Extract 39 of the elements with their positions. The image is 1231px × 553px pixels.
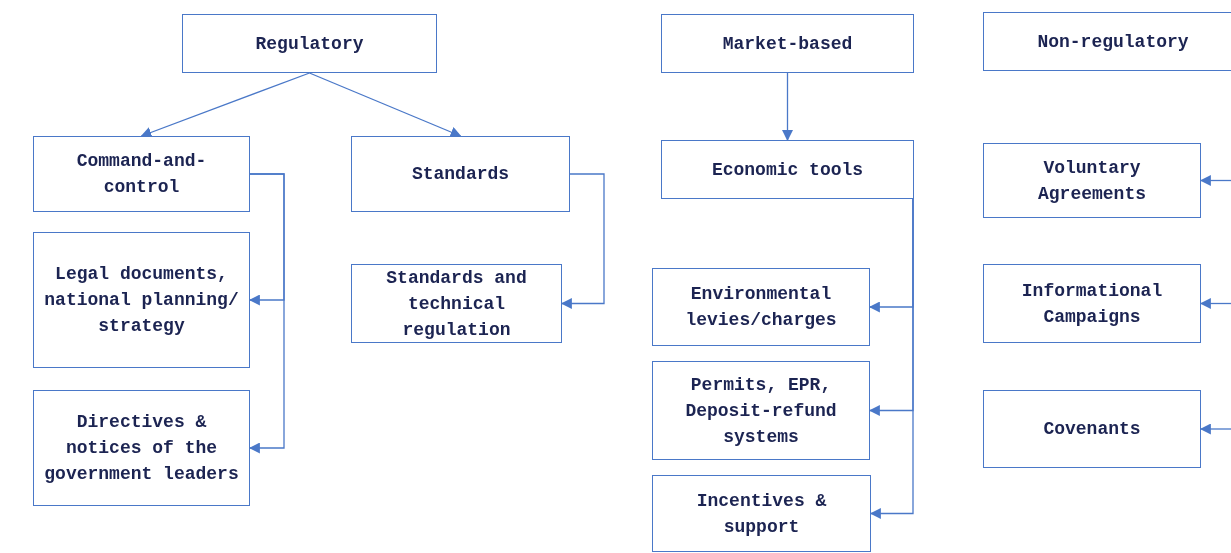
arrow xyxy=(308,72,462,138)
category-box xyxy=(983,143,1201,218)
box-label: Standards xyxy=(411,163,510,186)
box-label: Informational Campaigns xyxy=(1020,279,1164,329)
box-label: Voluntary Agreements xyxy=(1037,156,1147,206)
arrow xyxy=(248,173,285,454)
category-box xyxy=(661,140,914,199)
category-box xyxy=(983,12,1231,71)
arrow xyxy=(869,198,914,519)
category-box xyxy=(33,136,250,212)
category-box xyxy=(661,14,914,73)
category-box xyxy=(182,14,437,73)
arrow xyxy=(560,173,605,309)
arrow xyxy=(140,72,311,138)
box-label: Non-regulatory xyxy=(1037,30,1189,54)
box-label: Economic tools xyxy=(711,158,864,182)
box-label: Incentives & support xyxy=(695,489,828,539)
category-box xyxy=(652,475,871,552)
box-label: Legal documents, national planning/ strategy xyxy=(44,263,239,338)
box-label: Market-based xyxy=(722,32,853,56)
box-label: Command-and-control xyxy=(75,150,208,199)
category-box xyxy=(351,264,562,343)
category-box xyxy=(33,232,250,368)
box-label: Directives & notices of the government leaders xyxy=(44,411,239,486)
category-box xyxy=(33,390,250,506)
arrow xyxy=(1199,298,1231,309)
box-label: Covenants xyxy=(1043,418,1141,441)
arrow xyxy=(1199,423,1231,435)
category-box xyxy=(983,390,1201,468)
category-box xyxy=(983,264,1201,343)
box-label: Regulatory xyxy=(255,32,364,56)
box-label: Environmental levies/charges xyxy=(684,283,838,332)
arrow xyxy=(1199,175,1231,186)
box-label: Permits, EPR, Deposit-refund systems xyxy=(684,373,838,449)
category-box xyxy=(652,268,870,346)
arrow xyxy=(782,72,793,142)
category-box xyxy=(652,361,870,460)
box-label: Standards and technical regulation xyxy=(385,266,528,342)
category-box xyxy=(351,136,570,212)
